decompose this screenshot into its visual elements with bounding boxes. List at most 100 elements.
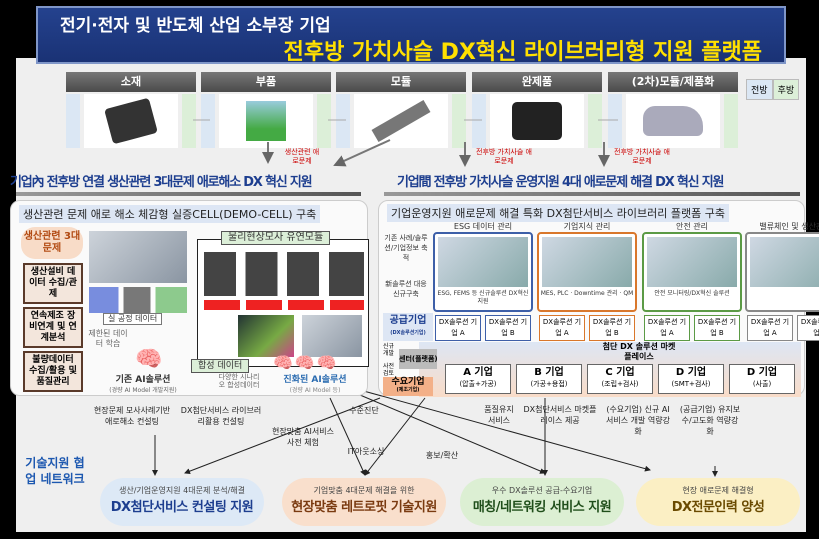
title-line2: 전후방 가치사슬 DX혁신 라이브러리형 지원 플랫폼 bbox=[283, 40, 762, 65]
company-name: C 기업 bbox=[605, 367, 635, 378]
network-label: 기술지원 협업 네트워크 bbox=[25, 456, 85, 486]
category-box[interactable]: ESG, FEMS 등 신규솔루션 DX혁신 지원 bbox=[433, 232, 533, 312]
pill-main: 현장맞춤 레트로핏 기술지원 bbox=[291, 500, 437, 515]
category-caption: 안전 모니터링/DX혁신 솔루션 bbox=[654, 290, 730, 297]
demand-company[interactable]: A 기업 (압출+가공) bbox=[445, 364, 511, 394]
category-image bbox=[438, 237, 528, 287]
network-note: DX첨단서비스 라이브러리활용 컨설팅 bbox=[180, 406, 262, 426]
company-sub: (조립+검사) bbox=[601, 380, 639, 388]
supplier-box: 공급기업(DX솔루션기업) bbox=[383, 313, 433, 341]
panel-title: 기업운영지원 애로문제 해결 특화 DX첨단서비스 라이브러리 플랫폼 구축 bbox=[387, 204, 729, 222]
legend-front: 전방 bbox=[746, 79, 773, 100]
company-name: D 기업 bbox=[675, 367, 707, 378]
company-sub: (사출) bbox=[752, 380, 772, 388]
demand-company[interactable]: D 기업(사출) bbox=[729, 364, 795, 394]
company-name: B 기업 bbox=[534, 367, 564, 378]
divider bbox=[16, 192, 361, 196]
network-note: 현장맞춤 AI서비스 사전 체험 bbox=[272, 427, 334, 447]
marketplace-label: 첨단 DX 솔루션 마켓플레이스 bbox=[602, 342, 676, 361]
synthetic-data-label: 합성 데이터 bbox=[191, 359, 250, 373]
scenario-label: 다양한 시나리오 합성데이터 bbox=[218, 373, 260, 389]
supplier-label: 공급기업 bbox=[389, 315, 427, 326]
evolved-ai-icons: 🧠🧠🧠 bbox=[273, 353, 339, 372]
synthetic-signals bbox=[204, 300, 364, 310]
network-note: 홍보/확산 bbox=[425, 451, 459, 460]
solution-company-a[interactable]: DX솔루션 기업 A bbox=[435, 315, 481, 341]
solution-company-a[interactable]: DX솔루션 기업 A bbox=[644, 315, 690, 341]
equipment-image bbox=[89, 231, 187, 283]
library-platform-panel: 기업운영지원 애로문제 해결 특화 DX첨단서비스 라이브러리 플랫폼 구축 기… bbox=[378, 200, 819, 397]
demo-cell-panel: 생산관련 문제 애로 해소 체감형 실증CELL(DEMO-CELL) 구축 생… bbox=[10, 200, 369, 396]
simulation-image bbox=[238, 315, 294, 357]
company-sub: (SMT+검사) bbox=[671, 380, 711, 388]
module-images bbox=[204, 252, 364, 296]
car-image bbox=[643, 106, 703, 136]
category-caption: MES, PLC · Downtime 관리 · QM bbox=[540, 290, 634, 297]
note-production: 생산관련 애로문제 bbox=[284, 148, 320, 165]
problem-2: 연속제조 장비연계 및 연계분석 bbox=[23, 307, 83, 348]
center-box: 센터(플랫폼) bbox=[399, 349, 438, 369]
machining-image bbox=[302, 315, 362, 357]
title-banner: 전기·전자 및 반도체 산업 소부장 기업 전후방 가치사슬 DX혁신 라이브러… bbox=[36, 6, 786, 65]
category-box[interactable] bbox=[745, 232, 819, 312]
note-value1: 전후방 가치사슬 애로문제 bbox=[476, 148, 532, 165]
module-box bbox=[197, 239, 369, 367]
stage-module: 모듈 bbox=[336, 72, 466, 148]
pill-main: 매칭/네트워킹 서비스 지원 bbox=[472, 500, 612, 515]
note-new: 新솔루션 대응 신규구축 bbox=[385, 280, 427, 298]
new-dev-label: 신규 개발 bbox=[383, 343, 395, 357]
solution-company-a[interactable]: DX솔루션 기업 A bbox=[747, 315, 793, 341]
title-line1: 전기·전자 및 반도체 산업 소부장 기업 bbox=[60, 16, 331, 36]
limited-data-label: 제한된 데이터 학습 bbox=[88, 329, 128, 348]
pre-review-label: 사전 검토 bbox=[383, 363, 395, 377]
solution-company-b[interactable]: DX솔루션 기업 B bbox=[485, 315, 531, 341]
demand-label: 수요기업 bbox=[391, 377, 425, 387]
demand-company[interactable]: D 기업 (SMT+검사) bbox=[658, 364, 724, 394]
category-box[interactable]: 안전 모니터링/DX혁신 솔루션 bbox=[642, 232, 742, 312]
problems-title: 생산관련 3대 문제 bbox=[21, 227, 83, 259]
network-note: 품질유지 서비스 bbox=[484, 405, 514, 425]
category-title: ESG 데이터 관리 bbox=[453, 222, 513, 231]
part-image bbox=[246, 101, 286, 141]
category-title: 안전 관리 bbox=[676, 222, 708, 231]
solution-company-b[interactable]: DX솔루션 기업 B bbox=[694, 315, 740, 341]
network-note: IT아웃소싱 bbox=[347, 447, 385, 456]
stage-label: 소재 bbox=[66, 72, 196, 92]
real-data-label: 실 공정 데이터 bbox=[103, 313, 163, 325]
stage-product: 완제품 bbox=[472, 72, 602, 148]
note-existing: 기존 사례/솔루션/기업정보 축적 bbox=[384, 234, 428, 262]
network-note: DX첨단서비스 마켓플레이스 제공 bbox=[523, 405, 597, 425]
pill-sub: 생산/기업운영지원 4대문제 분석/해결 bbox=[119, 486, 245, 495]
stage-material: 소재 bbox=[66, 72, 196, 148]
category-caption: ESG, FEMS 등 신규솔루션 DX혁신 지원 bbox=[437, 290, 529, 305]
solution-company-b[interactable]: DX솔루션 기업 B bbox=[589, 315, 635, 341]
solution-company-b[interactable]: DX솔루션 기업 B bbox=[797, 315, 819, 341]
category-image bbox=[542, 237, 632, 287]
demand-company[interactable]: B 기업 (가공+용접) bbox=[516, 364, 582, 394]
section-title-left: 기업內 전후방 연결 생산관련 3대문제 애로해소 DX 혁신 지원 bbox=[10, 175, 313, 190]
demand-sub: (제조기업) bbox=[396, 387, 420, 393]
ai-old-label: 기존 AI솔루션 bbox=[115, 375, 171, 385]
network-note: 현장문제 모사사례기반 애로해소 컨설팅 bbox=[93, 406, 171, 426]
company-name: A 기업 bbox=[463, 367, 493, 378]
category-image bbox=[647, 237, 737, 287]
company-sub: (가공+용접) bbox=[530, 380, 568, 388]
panel-title: 생산관련 문제 애로 해소 체감형 실증CELL(DEMO-CELL) 구축 bbox=[19, 205, 321, 223]
solution-company-a[interactable]: DX솔루션 기업 A bbox=[539, 315, 585, 341]
pill-main: DX전문인력 양성 bbox=[671, 500, 765, 515]
demand-company[interactable]: C 기업 (조립+검사) bbox=[587, 364, 653, 394]
company-sub: (압출+가공) bbox=[459, 380, 497, 388]
stage-label: 부품 bbox=[201, 72, 331, 92]
category-box[interactable]: MES, PLC · Downtime 관리 · QM bbox=[537, 232, 637, 312]
stage-label: 완제품 bbox=[472, 72, 602, 92]
module-title: 물리현상모사 유연모듈 bbox=[221, 231, 331, 245]
demand-box: 수요기업(제조기업) bbox=[383, 377, 433, 396]
ai-new-label: 진화된 AI솔루션 bbox=[283, 375, 347, 385]
category-title: 기업지식 관리 bbox=[563, 222, 611, 231]
legend-back: 후방 bbox=[772, 79, 800, 100]
stage-productization: (2차)모듈/제품화 bbox=[608, 72, 738, 148]
